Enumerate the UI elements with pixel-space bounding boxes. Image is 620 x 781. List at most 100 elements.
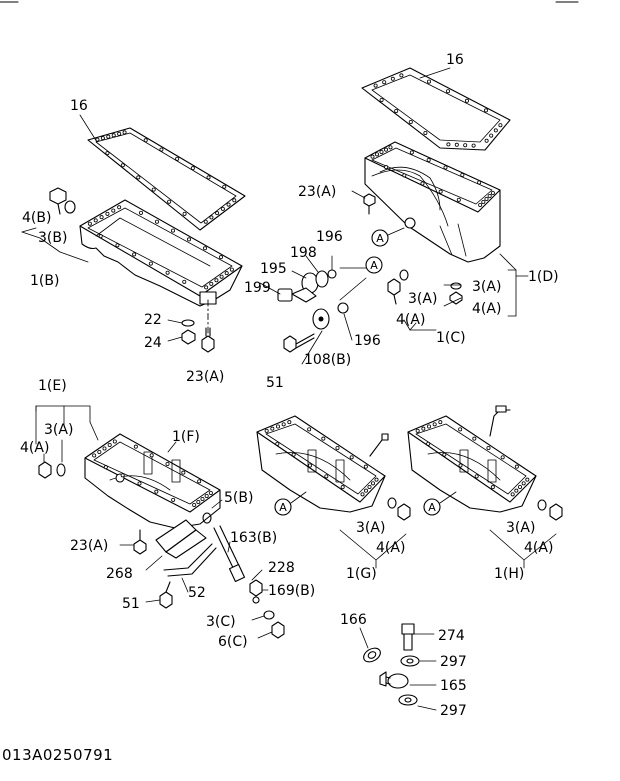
pipe-52 bbox=[163, 543, 217, 577]
flange-bolt-hole bbox=[474, 474, 479, 479]
flange-bolt-hole bbox=[379, 149, 384, 154]
label-165: 165 bbox=[440, 678, 467, 694]
label-169b: 169(B) bbox=[268, 583, 315, 599]
label-1h: 1(H) bbox=[494, 566, 524, 582]
flange-bolt-hole bbox=[120, 163, 125, 168]
flange-bolt-hole bbox=[426, 424, 431, 429]
label-4a-g: 4(A) bbox=[376, 540, 405, 556]
label-196-top: 196 bbox=[316, 229, 343, 245]
label-6c: 6(C) bbox=[218, 634, 248, 650]
marker-a-g: A bbox=[274, 498, 292, 516]
label-268: 268 bbox=[106, 566, 133, 582]
flange-bolt-hole bbox=[478, 202, 483, 207]
label-1g: 1(G) bbox=[346, 566, 377, 582]
flange-bolt-hole bbox=[490, 485, 495, 490]
flange-bolt-hole bbox=[490, 190, 495, 195]
flange-bolt-hole bbox=[117, 131, 122, 136]
flange-bolt-hole bbox=[525, 477, 530, 482]
flange-bolt-hole bbox=[219, 274, 224, 279]
svg-text:A: A bbox=[428, 501, 436, 514]
svg-text:A: A bbox=[370, 259, 378, 272]
nut-24 bbox=[181, 329, 196, 345]
flange-bolt-hole bbox=[445, 89, 450, 94]
flange-bolt-hole bbox=[477, 180, 482, 185]
flange-bolt-hole bbox=[281, 422, 286, 427]
flange-bolt-hole bbox=[383, 147, 388, 152]
leader-16-left bbox=[79, 114, 98, 143]
leader-16-right bbox=[419, 67, 451, 79]
cover-108b bbox=[312, 308, 330, 330]
flange-bolt-hole bbox=[154, 489, 159, 494]
label-4a-c: 4(A) bbox=[396, 312, 425, 328]
hose-163b bbox=[213, 525, 246, 583]
washer-297-top bbox=[400, 655, 420, 667]
flange-bolt-hole bbox=[186, 237, 191, 242]
marker-a-h: A bbox=[423, 498, 441, 516]
flange-bolt-hole bbox=[458, 427, 463, 432]
label-297-bottom: 297 bbox=[440, 703, 467, 719]
flange-bolt-hole bbox=[99, 215, 104, 220]
flange-bolt-hole bbox=[484, 196, 489, 201]
flange-bolt-hole bbox=[402, 173, 407, 178]
flange-bolt-hole bbox=[143, 138, 148, 143]
flange-bolt-hole bbox=[190, 166, 195, 171]
flange-bolt-hole bbox=[98, 234, 103, 239]
flange-bolt-hole bbox=[423, 130, 428, 135]
o-ring-196-lower bbox=[337, 302, 349, 314]
flange-bolt-hole bbox=[363, 488, 368, 493]
label-16-right: 16 bbox=[446, 52, 464, 68]
bolt-274 bbox=[401, 623, 415, 651]
oil-pan-1f bbox=[84, 433, 221, 529]
flange-bolt-hole bbox=[197, 479, 202, 484]
flange-bolt-hole bbox=[287, 420, 292, 425]
flange-bolt-hole bbox=[229, 267, 234, 272]
flange-bolt-hole bbox=[120, 473, 125, 478]
drain-plug-23a-left bbox=[201, 327, 215, 353]
label-3a-c: 3(A) bbox=[408, 291, 437, 307]
flange-bolt-hole bbox=[138, 210, 143, 215]
flange-bolt-hole bbox=[394, 109, 399, 114]
flange-bolt-hole bbox=[321, 436, 326, 441]
label-51-top: 51 bbox=[266, 375, 284, 391]
label-22: 22 bbox=[144, 312, 162, 328]
flange-bolt-hole bbox=[456, 197, 461, 202]
flange-bolt-hole bbox=[97, 449, 102, 454]
flange-bolt-hole bbox=[270, 426, 275, 431]
flange-bolt-hole bbox=[224, 271, 229, 276]
washer-22 bbox=[181, 319, 195, 327]
washer-297-bottom bbox=[398, 694, 418, 706]
flange-bolt-hole bbox=[165, 461, 170, 466]
label-4a-h: 4(A) bbox=[524, 540, 553, 556]
flange-bolt-hole bbox=[196, 499, 201, 504]
flange-bolt-hole bbox=[438, 420, 443, 425]
flange-bolt-hole bbox=[484, 138, 489, 143]
label-5b: 5(B) bbox=[224, 490, 253, 506]
flange-bolt-hole bbox=[460, 172, 465, 177]
label-195: 195 bbox=[260, 261, 287, 277]
flange-bolt-hole bbox=[149, 453, 154, 458]
marker-a-top-left: A bbox=[371, 229, 389, 247]
flange-bolt-hole bbox=[202, 246, 207, 251]
flange-bolt-hole bbox=[510, 492, 515, 497]
flange-bolt-hole bbox=[384, 165, 389, 170]
flange-bolt-hole bbox=[438, 189, 443, 194]
label-163b: 163(B) bbox=[230, 530, 277, 546]
flange-bolt-hole bbox=[137, 481, 142, 486]
washer-3a-c bbox=[399, 269, 409, 281]
label-3a-e: 3(A) bbox=[44, 422, 73, 438]
flange-bolt-hole bbox=[204, 285, 209, 290]
flange-bolt-hole bbox=[133, 444, 138, 449]
washer-3a-g bbox=[387, 497, 397, 509]
cover-268 bbox=[155, 519, 207, 559]
label-297-top: 297 bbox=[440, 654, 467, 670]
banjo-165 bbox=[379, 671, 409, 689]
flange-bolt-hole bbox=[159, 147, 164, 152]
drain-plug-23a-low bbox=[133, 529, 147, 555]
gasket-16-left bbox=[87, 127, 246, 231]
flange-bolt-hole bbox=[206, 175, 211, 180]
flange-bolt-hole bbox=[382, 80, 387, 85]
washer-3c bbox=[263, 610, 275, 620]
flange-bolt-hole bbox=[426, 441, 431, 446]
flange-bolt-hole bbox=[103, 465, 108, 470]
flange-bolt-hole bbox=[420, 181, 425, 186]
